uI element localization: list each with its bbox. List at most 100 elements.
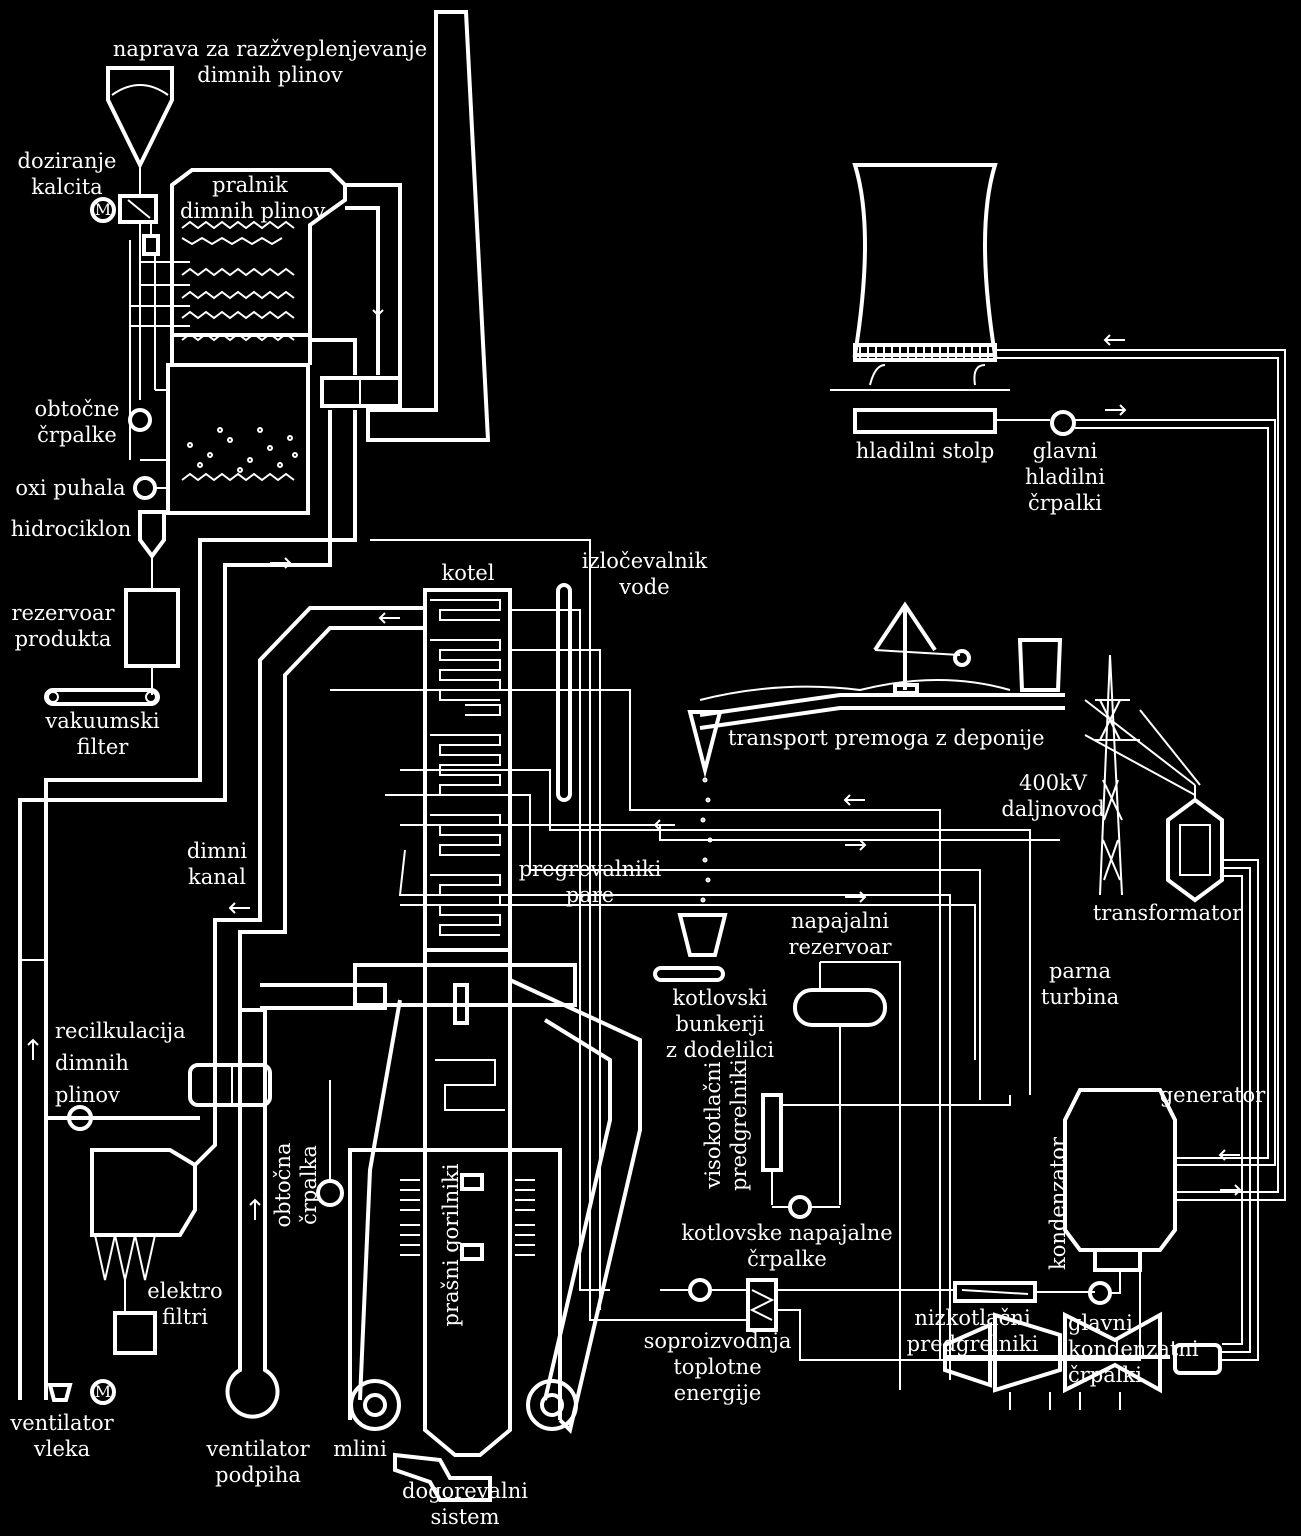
label-forced-fan-line1: ventilator — [206, 1437, 310, 1461]
label-steam-turbine-line1: parna — [1048, 959, 1112, 983]
label-feed-tank-line2: rezervoar — [788, 935, 892, 959]
label-scrubber-line1: pralnik — [212, 173, 288, 197]
label-superheaters: pregrevalniki pare — [510, 856, 670, 908]
coal-conveyor — [687, 638, 1065, 778]
label-steam-turbine-line2: turbina — [1040, 985, 1120, 1009]
label-product-tank: rezervoar produkta — [8, 600, 118, 652]
label-vacuum-filter: vakuumski filter — [40, 708, 165, 760]
label-feed-tank-line1: napajalni — [791, 909, 889, 933]
label-recirculation: recilkulacija dimnih plinov — [55, 1015, 205, 1111]
label-recirculation-line2: dimnih — [55, 1051, 129, 1075]
draft-fan — [47, 1379, 116, 1405]
feed-pump — [772, 1195, 840, 1219]
label-cogeneration-line3: energije — [673, 1381, 762, 1405]
label-main-condensate-pumps-line3: črpalki — [1068, 1363, 1142, 1387]
coal-fall — [700, 777, 713, 903]
label-transformer: transformator — [1092, 901, 1243, 925]
label-electrofilters-line1: elektro — [147, 1279, 223, 1303]
label-calcite-dosing-line2: kalcita — [31, 175, 103, 199]
label-afterburning: dogorevalni sistem — [385, 1478, 545, 1530]
burners — [400, 1173, 535, 1261]
label-flue-duct: dimni kanal — [172, 838, 262, 890]
label-circulation-pumps: obtočne črpalke — [22, 396, 132, 448]
label-dust-burners: prašni gorilniki — [439, 1163, 463, 1327]
transformer-to-generator — [1222, 859, 1259, 1361]
label-calcite-dosing: doziranje kalcita — [12, 148, 122, 200]
calcite-doser — [118, 165, 160, 256]
mill-left — [349, 1379, 401, 1431]
label-circulation-pump-line2: črpalka — [297, 1145, 321, 1225]
circulation-pump-boiler — [316, 1080, 344, 1207]
label-desulfurization-line1: naprava za razžveplenjevanje — [112, 37, 428, 61]
label-product-tank-line2: produkta — [14, 627, 112, 651]
label-product-tank-line1: rezervoar — [11, 601, 115, 625]
label-hydrocyclone: hidrociklon — [10, 517, 132, 541]
label-main-cooling-pumps: glavni hladilni črpalki — [1020, 438, 1110, 516]
label-water-separator: izločevalnik vode — [572, 548, 717, 600]
label-draft-fan: ventilator vleka — [2, 1410, 122, 1462]
electrofilter — [90, 1148, 197, 1355]
calcite-silo — [106, 66, 174, 170]
label-main-cooling-pumps-line2: hladilni — [1025, 465, 1105, 489]
label-main-cooling-pumps-line3: črpalki — [1028, 491, 1102, 515]
label-electrofilters: elektro filtri — [140, 1278, 230, 1330]
product-tank — [124, 588, 180, 695]
label-hp-preheaters: visokotlačni predgrelniki — [700, 1055, 752, 1195]
feed-tank — [793, 961, 901, 1390]
label-feed-pumps-line1: kotlovske napajalne — [681, 1221, 893, 1245]
label-mills: mlini — [333, 1437, 387, 1461]
lp-preheater — [776, 1270, 1141, 1361]
label-circulation-pump-line1: obtočna — [271, 1142, 295, 1228]
label-cooling-tower: hladilni stolp — [855, 439, 995, 463]
scrubber-piping — [129, 222, 190, 489]
boiler — [348, 588, 642, 1457]
mill-right — [526, 1379, 578, 1431]
label-vacuum-filter-line1: vakuumski — [45, 709, 160, 733]
label-boiler-bunkers-line3: z dodelilci — [665, 1038, 775, 1062]
forced-draft-fan — [225, 983, 387, 1419]
label-hp-preheaters-line2: predgrelniki — [727, 1059, 751, 1191]
label-electrofilters-line2: filtri — [162, 1305, 208, 1329]
label-coal-transport: transport premoga z deponije — [728, 726, 1045, 750]
label-draft-fan-line2: vleka — [33, 1437, 91, 1461]
label-flue-duct-line1: dimni — [186, 839, 248, 863]
label-desulfurization: naprava za razžveplenjevanje dimnih plin… — [100, 36, 440, 88]
label-cogeneration-line2: toplotne — [673, 1355, 762, 1379]
water-separator — [556, 583, 572, 802]
motor-doser — [90, 197, 116, 223]
label-desulfurization-line2: dimnih plinov — [197, 63, 343, 87]
scrubber-outlet-duct — [310, 183, 402, 412]
label-main-cooling-pumps-line1: glavni — [1032, 439, 1098, 463]
cooling-tower — [830, 163, 1010, 434]
label-oxi-blowers: oxi puhala — [15, 476, 126, 500]
vacuum-filter — [44, 688, 160, 706]
stacker-reclaimer — [873, 601, 971, 695]
label-recirculation-line1: recilkulacija — [55, 1019, 186, 1043]
transmission-tower — [1084, 654, 1201, 896]
label-recirculation-line3: plinov — [55, 1083, 120, 1107]
label-scrubber-line2: dimnih plinov — [180, 199, 326, 223]
label-lp-preheaters-line1: nizkotlačni — [914, 1306, 1031, 1330]
label-feed-pumps-line2: črpalke — [747, 1247, 827, 1271]
label-power-line: 400kV daljnovod — [998, 770, 1108, 822]
steam-turbine — [943, 1311, 1170, 1410]
oxi-blower-icon — [133, 476, 157, 500]
label-motor-doser: M — [94, 200, 112, 219]
label-afterburning-line2: sistem — [430, 1505, 500, 1529]
transformer — [1166, 785, 1224, 903]
label-generator: generator — [1159, 1083, 1266, 1107]
chimney — [366, 10, 491, 442]
label-boiler-bunkers-line2: bunkerji — [675, 1012, 765, 1036]
label-motor-fan: M — [94, 1382, 112, 1401]
label-lp-preheaters: nizkotlačni predgrelniki — [900, 1305, 1045, 1357]
label-main-condensate-pumps-line1: glavni — [1068, 1311, 1133, 1335]
label-power-line-line1: 400kV — [1019, 771, 1087, 795]
flue-gas-duct — [18, 410, 425, 1400]
circulation-pump-icon — [128, 408, 152, 432]
label-circulation-pumps-line1: obtočne — [34, 397, 120, 421]
label-draft-fan-line1: ventilator — [10, 1411, 114, 1435]
recirculation-line — [46, 1063, 272, 1131]
cogeneration-exchanger — [660, 1278, 778, 1332]
label-main-condensate-pumps: glavni kondenzatni črpalki — [1068, 1310, 1218, 1388]
label-condenser: kondenzator — [1046, 1137, 1070, 1270]
